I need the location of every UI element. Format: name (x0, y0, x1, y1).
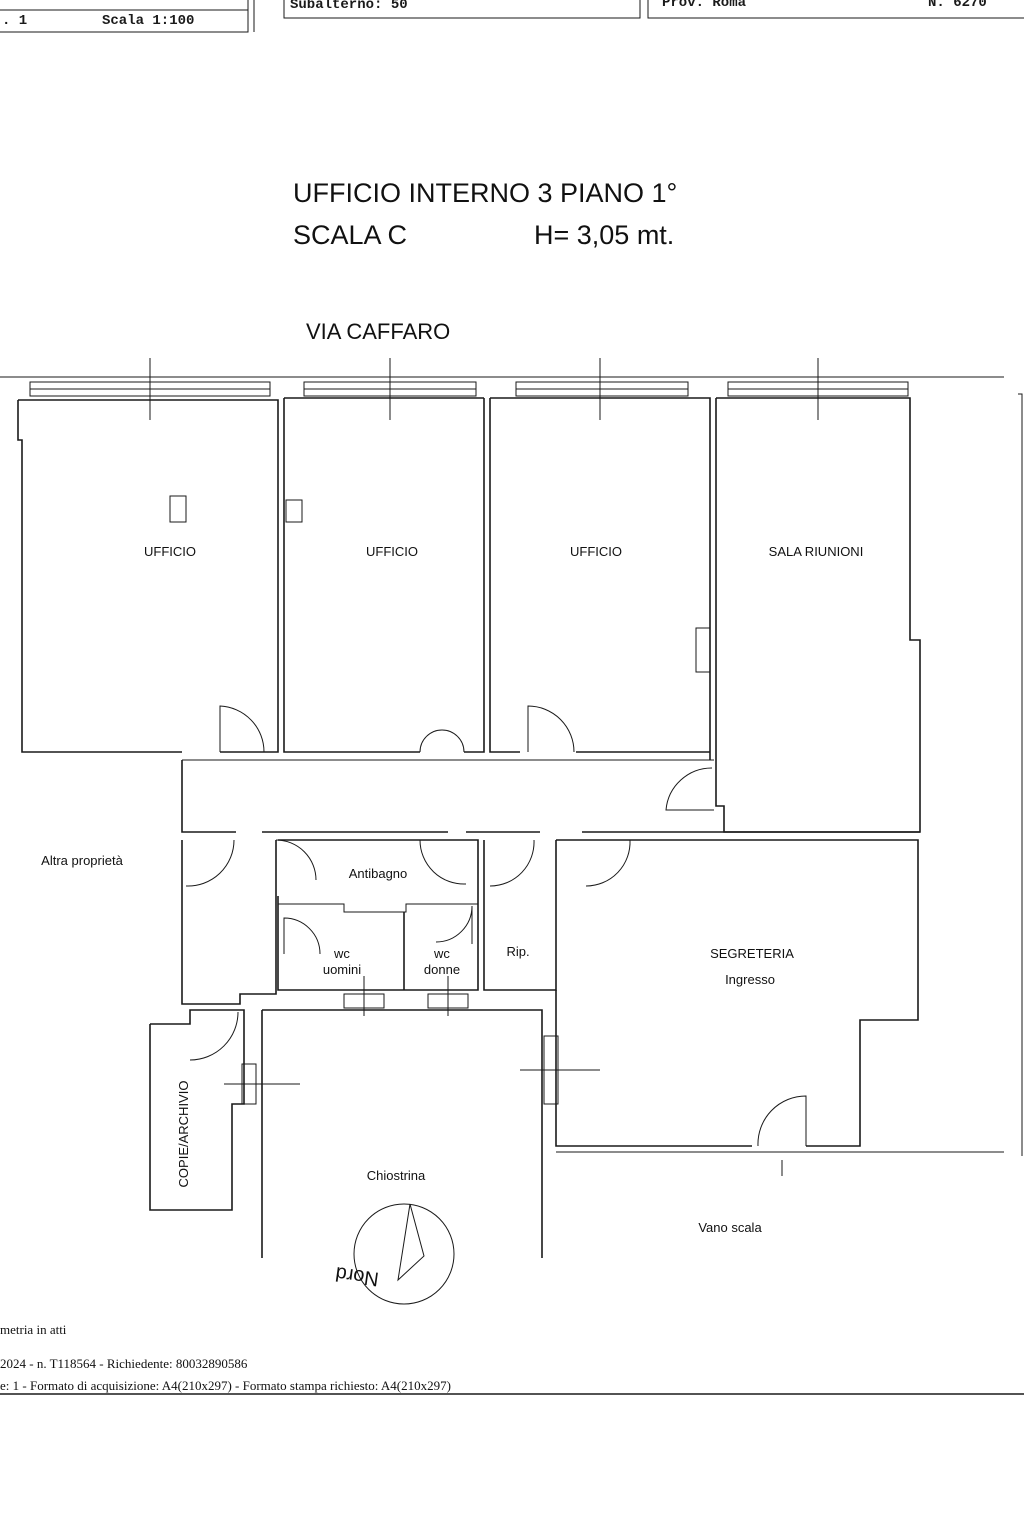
header-left-box (0, 0, 249, 33)
walls (17, 393, 1023, 1258)
north-arrow: Nord (334, 1203, 455, 1305)
small-windows (224, 976, 600, 1105)
room-wc-uomini-2: uomini (323, 962, 361, 977)
street-name: VIA CAFFARO (306, 319, 450, 344)
label-altra-proprieta: Altra proprietà (41, 853, 123, 868)
room-sala-riunioni: SALA RIUNIONI (769, 544, 864, 559)
room-ufficio-2: UFFICIO (366, 544, 418, 559)
header-number: N. 6270 (928, 0, 987, 11)
room-ufficio-3: UFFICIO (570, 544, 622, 559)
header-scale: Scala 1:100 (102, 13, 194, 29)
room-ingresso: Ingresso (725, 972, 775, 987)
room-copie-archivio: COPIE/ARCHIVIO (176, 1081, 191, 1188)
footer-line-3: e: 1 - Formato di acquisizione: A4(210x2… (0, 1378, 451, 1393)
header-province: Prov. Roma (662, 0, 747, 11)
room-chiostrina: Chiostrina (367, 1168, 426, 1183)
room-wc-uomini-1: wc (333, 946, 350, 961)
compass-circle (353, 1203, 455, 1305)
header-subalterno: Subalterno: 50 (290, 0, 408, 13)
room-ripostiglio: Rip. (506, 944, 529, 959)
plan-height: H= 3,05 mt. (534, 220, 674, 250)
room-segreteria: SEGRETERIA (710, 946, 794, 961)
room-wc-donne-2: donne (424, 962, 460, 977)
header-center-box (283, 0, 641, 19)
north-label: Nord (334, 1262, 380, 1290)
footer-line-2: 2024 - n. T118564 - Richiedente: 8003289… (0, 1356, 248, 1371)
facade-windows (29, 358, 909, 420)
plan-scala: SCALA C (293, 220, 407, 250)
footer-line-1: metria in atti (0, 1322, 67, 1337)
header-right-box (647, 0, 1024, 19)
compass-needle-icon (397, 1203, 425, 1282)
room-ufficio-1: UFFICIO (144, 544, 196, 559)
room-wc-donne-1: wc (433, 946, 450, 961)
header-strip: . 1 Scala 1:100 Subalterno: 50 Prov. Rom… (0, 0, 1024, 33)
doors (185, 705, 807, 1147)
room-vano-scala: Vano scala (698, 1220, 762, 1235)
header-sheet: . 1 (2, 13, 27, 29)
plan-title: UFFICIO INTERNO 3 PIANO 1° (293, 178, 677, 208)
column-1 (169, 495, 187, 523)
room-antibagno: Antibagno (349, 866, 408, 881)
